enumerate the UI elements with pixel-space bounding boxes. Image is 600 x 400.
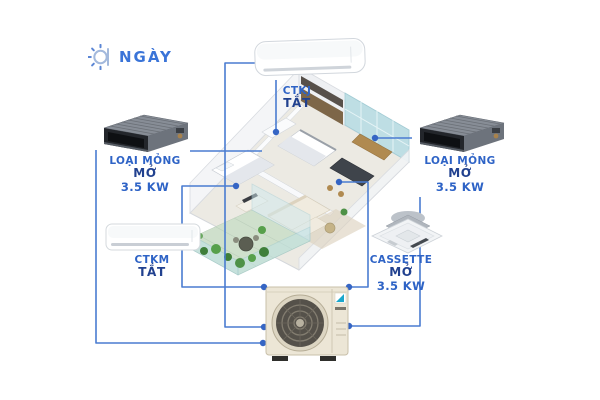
unit-state: MỞ (133, 166, 157, 181)
unit-state: TẮT (283, 96, 311, 111)
sun-icon (88, 44, 109, 70)
unit-state: MỞ (448, 166, 472, 181)
label-cassette: CASSETTE MỞ 3.5 KW (357, 254, 445, 293)
wall-unit-ctkj (253, 36, 369, 88)
unit-state: MỞ (389, 265, 413, 280)
unit-capacity: 3.5 KW (435, 179, 485, 194)
outdoor-unit (260, 281, 356, 369)
label-left-duct: LOẠI MỎNG MỞ 3.5 KW (95, 155, 195, 194)
label-ctkm: CTKM TẮT (112, 254, 192, 280)
floorplan-3d (179, 66, 410, 276)
label-ctkj: CTKJ TẮT (257, 85, 337, 111)
wall-unit-ctkm (104, 221, 202, 259)
unit-state: TẮT (138, 265, 166, 280)
unit-name: LOẠI MỎNG (109, 155, 181, 167)
bed-middle (277, 129, 337, 167)
unit-capacity: 3.5 KW (376, 278, 426, 293)
cassette-unit (368, 198, 446, 260)
unit-capacity: 3.5 KW (120, 179, 170, 194)
connection-dots (232, 128, 379, 347)
label-right-duct: LOẠI MỎNG MỞ 3.5 KW (410, 155, 510, 194)
unit-name: LOẠI MỎNG (424, 155, 496, 167)
mode-badge: NGÀY (88, 44, 173, 70)
duct-unit-right (408, 112, 508, 158)
unit-name: CTKM (134, 254, 170, 266)
unit-name: CASSETTE (369, 254, 433, 266)
brand-logo (334, 292, 347, 304)
kitchen (327, 133, 393, 197)
duct-unit-left (92, 112, 192, 158)
mode-label: NGÀY (119, 48, 173, 66)
unit-name: CTKJ (282, 85, 312, 97)
